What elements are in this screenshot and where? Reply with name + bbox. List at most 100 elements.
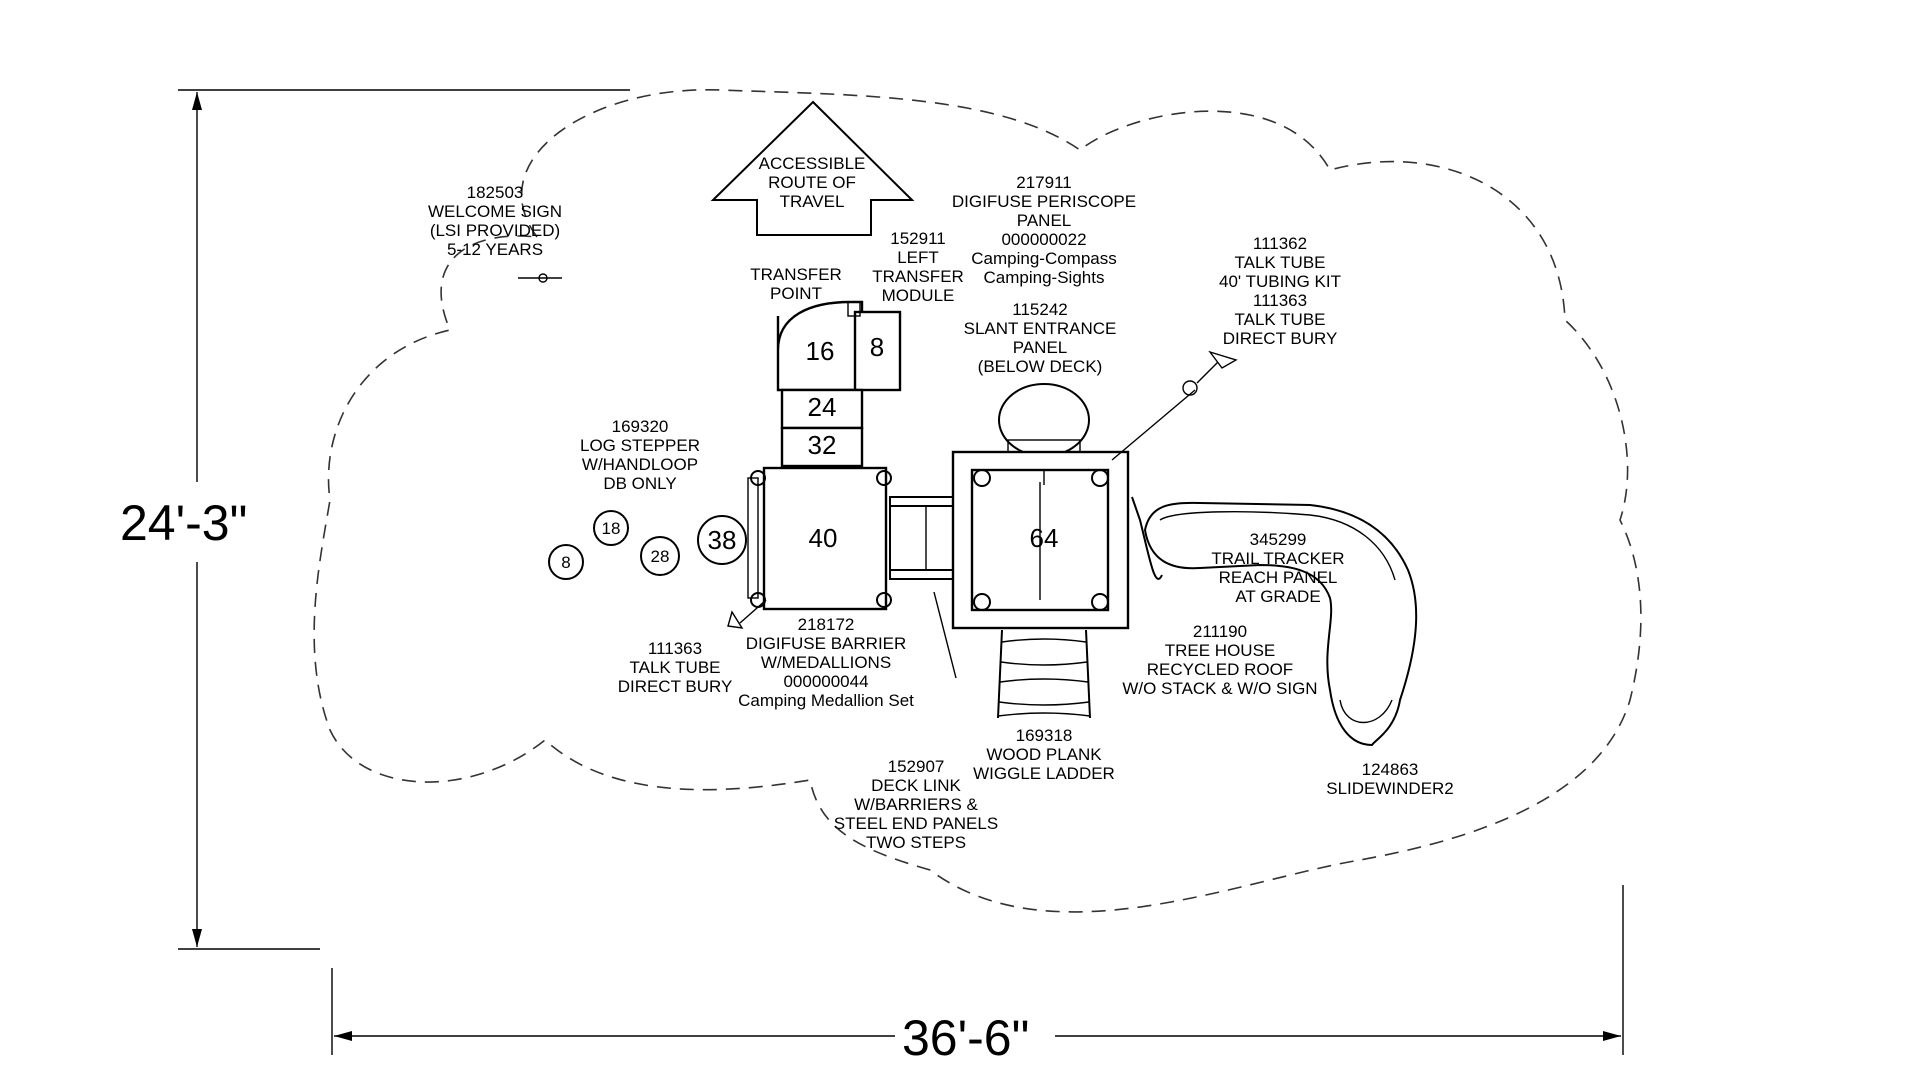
svg-text:WELCOME SIGN: WELCOME SIGN (428, 202, 562, 221)
svg-text:152911: 152911 (890, 229, 945, 248)
svg-text:000000044: 000000044 (783, 672, 868, 691)
log-stepper-38: 38 (697, 515, 747, 565)
wiggle-ladder-label: 169318 WOOD PLANK WIGGLE LADDER (973, 726, 1115, 783)
svg-text:POINT: POINT (770, 284, 822, 303)
slant-entrance-panel (998, 383, 1090, 457)
svg-text:5-12 YEARS: 5-12 YEARS (447, 240, 543, 259)
svg-text:211190: 211190 (1193, 622, 1247, 641)
svg-text:Camping Medallion Set: Camping Medallion Set (738, 691, 914, 710)
svg-text:(BELOW DECK): (BELOW DECK) (978, 357, 1103, 376)
svg-text:LOG STEPPER: LOG STEPPER (580, 436, 700, 455)
svg-text:169318: 169318 (1016, 726, 1073, 745)
svg-text:PANEL: PANEL (1013, 338, 1068, 357)
deck-height-24: 24 (808, 392, 837, 422)
svg-text:Camping-Sights: Camping-Sights (984, 268, 1105, 287)
svg-text:124863: 124863 (1362, 760, 1419, 779)
svg-text:345299: 345299 (1250, 530, 1307, 549)
svg-text:111363: 111363 (1253, 291, 1307, 310)
use-zone-boundary (313, 89, 1642, 913)
deck-height-16: 16 (806, 336, 835, 366)
talk-tube-right (1111, 350, 1238, 461)
svg-text:TRAIL TRACKER: TRAIL TRACKER (1211, 549, 1344, 568)
svg-text:TALK TUBE: TALK TUBE (1234, 253, 1325, 272)
periscope-panel-label: 217911 DIGIFUSE PERISCOPE PANEL 00000002… (952, 173, 1136, 287)
svg-text:TALK TUBE: TALK TUBE (629, 658, 720, 677)
svg-text:MODULE: MODULE (882, 286, 955, 305)
width-dimension: 36'-6" (331, 885, 1624, 1066)
svg-text:WOOD PLANK: WOOD PLANK (986, 745, 1102, 764)
svg-text:TRANSFER: TRANSFER (872, 267, 964, 286)
deck-height-40: 40 (809, 523, 838, 553)
transfer-point-label: TRANSFER POINT (750, 265, 842, 303)
deck-link (889, 496, 963, 580)
log-stepper-label: 169320 LOG STEPPER W/HANDLOOP DB ONLY (580, 417, 700, 493)
svg-text:TRANSFER: TRANSFER (750, 265, 842, 284)
svg-text:W/HANDLOOP: W/HANDLOOP (582, 455, 698, 474)
svg-text:TWO STEPS: TWO STEPS (866, 833, 966, 852)
svg-text:DIGIFUSE BARRIER: DIGIFUSE BARRIER (746, 634, 907, 653)
height-dimension-label: 24'-3" (120, 495, 247, 551)
svg-text:218172: 218172 (798, 615, 855, 634)
svg-text:DIGIFUSE PERISCOPE: DIGIFUSE PERISCOPE (952, 192, 1136, 211)
svg-text:152907: 152907 (888, 757, 945, 776)
svg-text:DB ONLY: DB ONLY (603, 474, 676, 493)
deck-height-32: 32 (808, 430, 837, 460)
slidewinder-label: 124863 SLIDEWINDER2 (1326, 760, 1454, 798)
svg-text:169320: 169320 (612, 417, 669, 436)
svg-text:111362: 111362 (1253, 234, 1307, 253)
svg-text:REACH PANEL: REACH PANEL (1219, 568, 1338, 587)
svg-text:38: 38 (708, 525, 737, 555)
arrow-line-3: TRAVEL (780, 192, 845, 211)
svg-text:SLANT ENTRANCE: SLANT ENTRANCE (964, 319, 1117, 338)
svg-text:W/MEDALLIONS: W/MEDALLIONS (761, 653, 891, 672)
svg-text:28: 28 (651, 547, 670, 566)
svg-text:DIRECT BURY: DIRECT BURY (1223, 329, 1338, 348)
welcome-sign-symbol (518, 273, 562, 283)
deck-height-8: 8 (870, 332, 884, 362)
transfer-module: 16 8 24 32 (776, 300, 902, 468)
svg-text:000000022: 000000022 (1001, 230, 1086, 249)
svg-text:TREE HOUSE: TREE HOUSE (1165, 641, 1276, 660)
svg-text:182503: 182503 (467, 183, 524, 202)
svg-text:AT GRADE: AT GRADE (1235, 587, 1320, 606)
height-dimension: 24'-3" (120, 89, 630, 950)
wiggle-ladder (997, 629, 1091, 719)
slant-entrance-label: 115242 SLANT ENTRANCE PANEL (BELOW DECK) (964, 300, 1117, 376)
svg-text:STEEL END PANELS: STEEL END PANELS (834, 814, 998, 833)
accessible-route-arrow: ACCESSIBLE ROUTE OF TRAVEL (710, 100, 915, 236)
svg-text:40' TUBING KIT: 40' TUBING KIT (1219, 272, 1341, 291)
log-stepper-18: 18 (593, 510, 629, 546)
svg-text:RECYCLED ROOF: RECYCLED ROOF (1147, 660, 1293, 679)
tree-house-deck-64: 64 (951, 450, 1130, 630)
log-stepper-8: 8 (548, 544, 584, 580)
deck-link-label: 152907 DECK LINK W/BARRIERS & STEEL END … (834, 757, 998, 852)
arrow-line-2: ROUTE OF (768, 173, 856, 192)
arrow-line-1: ACCESSIBLE (759, 154, 866, 173)
svg-text:(LSI PROVIDED): (LSI PROVIDED) (430, 221, 560, 240)
svg-text:Camping-Compass: Camping-Compass (971, 249, 1117, 268)
deck-40: 40 (747, 466, 892, 611)
svg-text:115242: 115242 (1012, 300, 1067, 319)
trail-tracker-label: 345299 TRAIL TRACKER REACH PANEL AT GRAD… (1211, 530, 1344, 606)
left-transfer-module-label: 152911 LEFT TRANSFER MODULE (872, 229, 964, 305)
deck-height-64: 64 (1030, 523, 1059, 553)
width-dimension-label: 36'-6" (902, 1010, 1029, 1066)
svg-text:W/O STACK & W/O SIGN: W/O STACK & W/O SIGN (1122, 679, 1317, 698)
slidewinder-slide (1131, 496, 1418, 747)
svg-text:DECK LINK: DECK LINK (871, 776, 961, 795)
svg-text:8: 8 (561, 553, 570, 572)
log-steppers: 8 18 28 38 (548, 510, 747, 580)
svg-text:SLIDEWINDER2: SLIDEWINDER2 (1326, 779, 1454, 798)
svg-text:18: 18 (602, 519, 621, 538)
deck-link-leader (933, 591, 957, 679)
svg-text:PANEL: PANEL (1017, 211, 1072, 230)
svg-text:WIGGLE LADDER: WIGGLE LADDER (973, 764, 1115, 783)
svg-text:217911: 217911 (1016, 173, 1071, 192)
welcome-sign-label: 182503 WELCOME SIGN (LSI PROVIDED) 5-12 … (428, 183, 562, 259)
svg-text:LEFT: LEFT (897, 248, 939, 267)
svg-text:W/BARRIERS &: W/BARRIERS & (854, 795, 978, 814)
digifuse-barrier-label: 218172 DIGIFUSE BARRIER W/MEDALLIONS 000… (738, 615, 914, 710)
talk-tube-kit-label: 111362 TALK TUBE 40' TUBING KIT 111363 T… (1219, 234, 1341, 348)
